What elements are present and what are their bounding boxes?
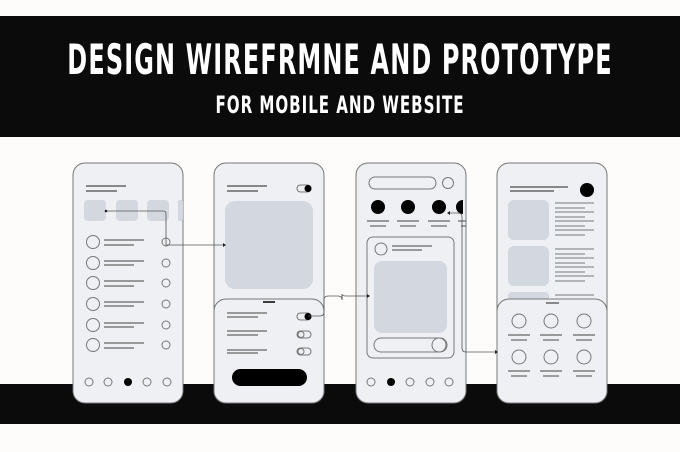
phone-screen-list xyxy=(72,162,184,404)
phone4-content xyxy=(496,183,608,404)
phone3-content xyxy=(366,176,466,387)
bottom-sheet-grid xyxy=(496,298,608,404)
phone1-content xyxy=(84,185,183,387)
page-title: DESIGN WIREFRMNE AND PROTOTYPE xyxy=(67,35,613,84)
title-banner xyxy=(0,16,680,137)
connector-arrowheads xyxy=(104,209,498,354)
phone2-content xyxy=(213,184,325,404)
flow-connectors xyxy=(106,210,495,353)
primary-button-shape xyxy=(232,369,307,386)
page-subtitle: FOR MOBILE AND WEBSITE xyxy=(215,91,465,119)
